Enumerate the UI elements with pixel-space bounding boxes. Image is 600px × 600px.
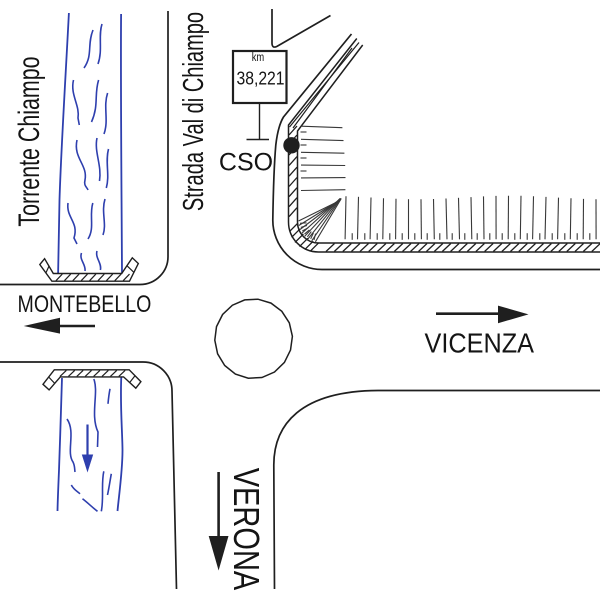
svg-text:38,221: 38,221: [236, 67, 284, 89]
svg-text:VERONA: VERONA: [226, 468, 267, 591]
svg-text:Strada Val di Chiampo: Strada Val di Chiampo: [177, 12, 210, 211]
svg-text:CSO: CSO: [219, 148, 273, 176]
svg-text:VICENZA: VICENZA: [425, 327, 535, 358]
svg-text:MONTEBELLO: MONTEBELLO: [18, 290, 152, 318]
svg-text:km: km: [252, 51, 265, 64]
svg-text:Torrente Chiampo: Torrente Chiampo: [11, 56, 46, 226]
